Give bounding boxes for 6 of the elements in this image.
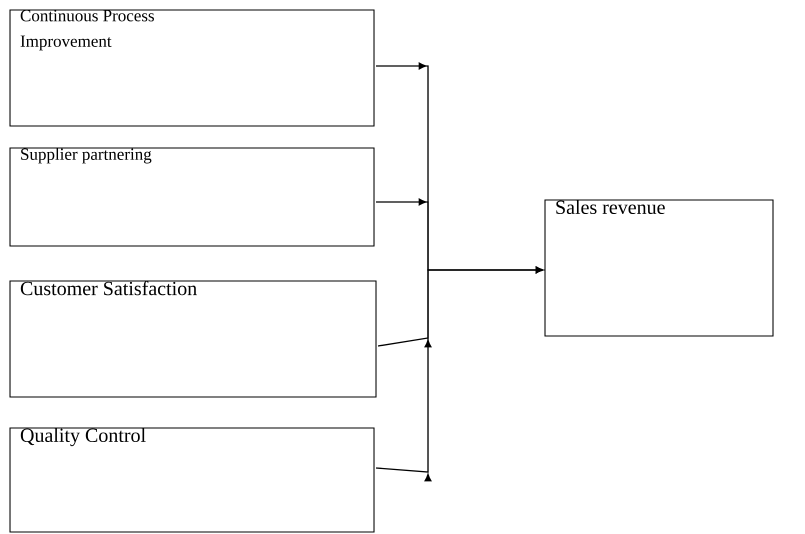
process-box: Continuous Process Improvement: [9, 9, 375, 127]
arrow: [376, 266, 544, 482]
process-box: Supplier partnering: [9, 147, 375, 247]
process-box: Quality Control: [9, 427, 375, 533]
process-box: Sales revenue: [544, 199, 774, 337]
process-box: Customer Satisfaction: [9, 280, 377, 398]
